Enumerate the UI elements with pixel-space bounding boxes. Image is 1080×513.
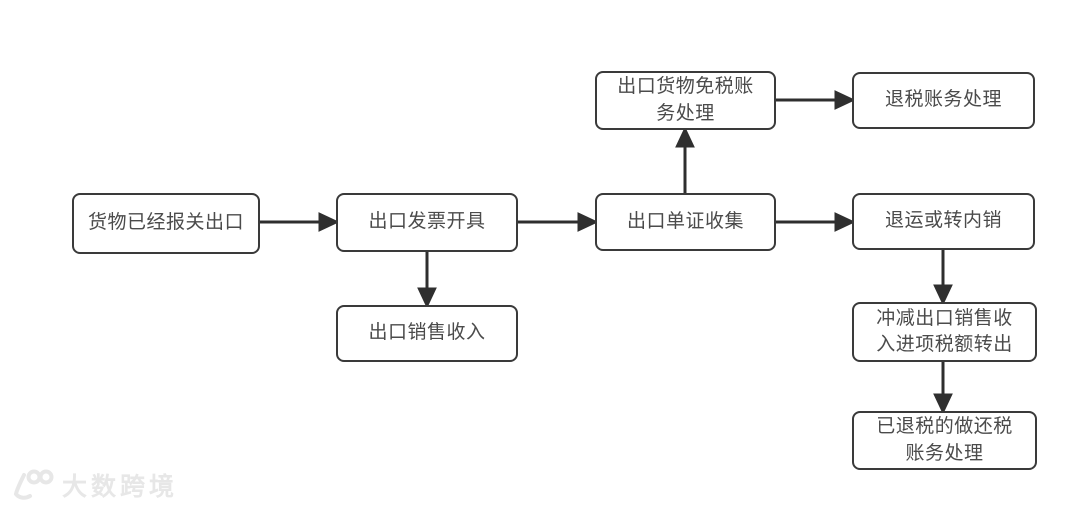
arrow-return-or-domestic-to-offset-input-tax bbox=[933, 250, 953, 306]
arrow-invoice-issue-to-document-collection bbox=[518, 212, 599, 232]
node-document-collection: 出口单证收集 bbox=[595, 193, 776, 251]
watermark: 大数跨境 bbox=[10, 467, 178, 503]
node-return-or-domestic: 退运或转内销 bbox=[852, 193, 1035, 250]
arrow-invoice-issue-to-export-sales-revenue bbox=[417, 251, 437, 309]
arrow-tax-free-accounting-to-refund-accounting bbox=[776, 90, 856, 110]
node-export-sales-revenue: 出口销售收入 bbox=[336, 305, 518, 362]
arrow-document-collection-to-return-or-domestic bbox=[776, 212, 856, 232]
arrow-offset-input-tax-to-repay-tax-accounting bbox=[933, 362, 953, 415]
node-goods-declared: 货物已经报关出口 bbox=[72, 193, 260, 254]
node-invoice-issue: 出口发票开具 bbox=[336, 193, 518, 252]
watermark-text: 大数跨境 bbox=[62, 473, 179, 501]
watermark-100-logo-icon bbox=[13, 469, 54, 500]
arrow-goods-declared-to-invoice-issue bbox=[260, 212, 340, 232]
arrow-document-collection-to-tax-free-accounting bbox=[675, 126, 695, 193]
node-tax-free-accounting: 出口货物免税账 务处理 bbox=[595, 71, 776, 130]
node-repay-tax-accounting: 已退税的做还税 账务处理 bbox=[852, 411, 1037, 470]
node-offset-input-tax: 冲减出口销售收 入进项税额转出 bbox=[852, 302, 1037, 362]
node-refund-accounting: 退税账务处理 bbox=[852, 72, 1035, 129]
